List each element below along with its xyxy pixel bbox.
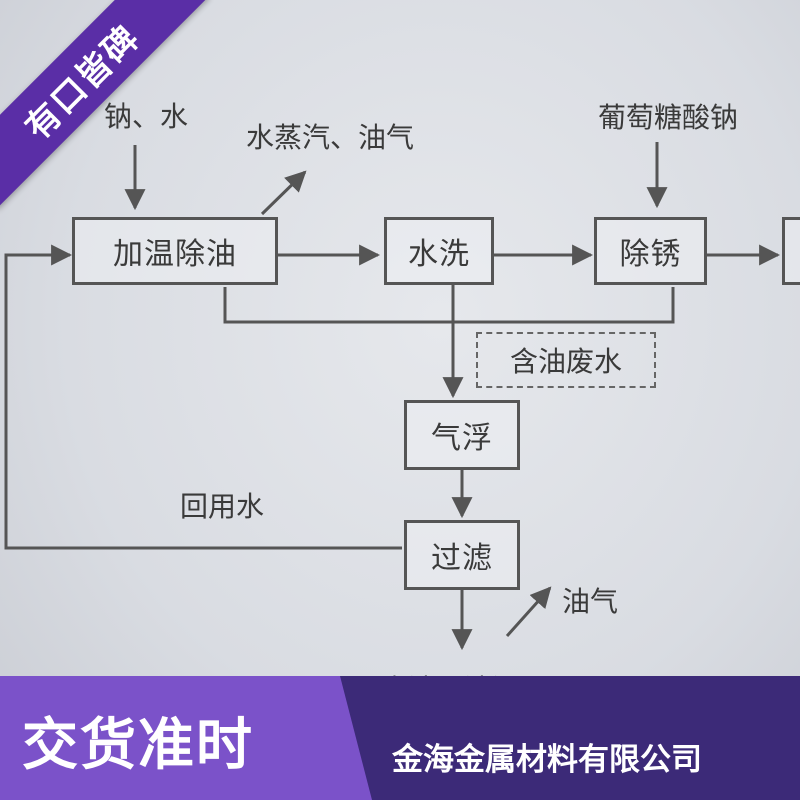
step-heat-degrease: 加温除油 xyxy=(72,217,278,285)
arrow-degrease-to-steam xyxy=(260,170,307,216)
company-name: 金海金属材料有限公司 xyxy=(392,742,702,778)
step-next-partial xyxy=(782,217,800,285)
input-label-gluconate: 葡萄糖酸钠 xyxy=(598,101,739,134)
step-air-float-label: 气浮 xyxy=(431,421,493,456)
step-rust-removal-label: 除锈 xyxy=(619,237,682,272)
step-filter-label: 过滤 xyxy=(431,541,493,576)
step-water-wash: 水洗 xyxy=(384,217,494,285)
step-filter: 过滤 xyxy=(404,520,520,590)
bottom-banner-slogan-panel xyxy=(0,676,372,800)
input-label-left: 钠、水 xyxy=(104,100,189,133)
output-label-steam: 水蒸汽、油气 xyxy=(246,121,415,154)
step-rust-removal: 除锈 xyxy=(594,217,707,285)
arrow-oil-gas xyxy=(505,586,552,638)
oily-wastewater-label: 含油废水 xyxy=(509,345,622,378)
slogan-text: 交货准时 xyxy=(22,713,254,778)
step-heat-degrease-label: 加温除油 xyxy=(113,237,237,272)
arrow-recycled-water xyxy=(4,244,402,550)
step-water-wash-label: 水洗 xyxy=(408,237,470,272)
oily-wastewater-note: 含油废水 xyxy=(476,332,656,388)
line-wastewater-collect xyxy=(223,287,675,324)
recycled-water-label: 回用水 xyxy=(180,490,265,523)
step-air-float: 气浮 xyxy=(404,400,520,470)
oil-gas-label: 油气 xyxy=(562,585,619,618)
